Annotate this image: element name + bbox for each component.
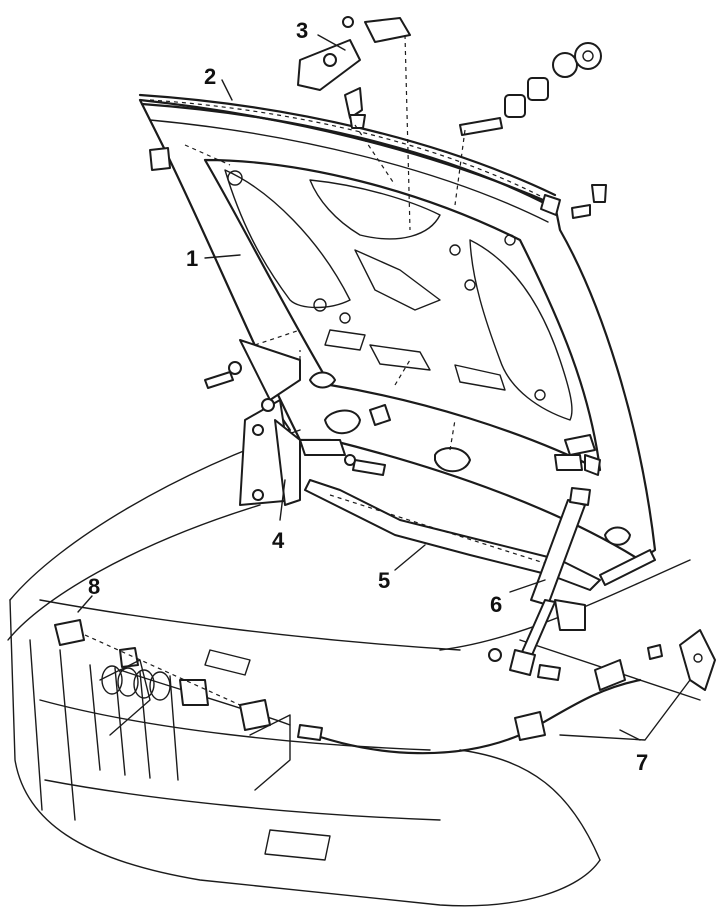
gas-strut [488,487,591,681]
hood-hinge [204,329,386,506]
callout-7: 7 [636,750,648,775]
front-latch-assembly [54,619,323,791]
callout-1: 1 [186,246,198,271]
callout-8: 8 [88,574,100,599]
callout-4: 4 [272,528,285,553]
callout-6: 6 [490,592,502,617]
hood-panel [138,98,657,562]
callout-5: 5 [378,568,390,593]
hood-latch-bracket [297,16,411,231]
hood-clips-and-pads [299,350,656,586]
callout-2: 2 [204,64,216,89]
release-cable [119,629,716,755]
hood-brace-rail [304,479,601,591]
callout-leaders [77,34,641,741]
callout-labels: 1 2 3 4 5 6 7 8 [88,18,648,775]
hood-buffer-parts [149,42,607,219]
callout-3: 3 [296,18,308,43]
